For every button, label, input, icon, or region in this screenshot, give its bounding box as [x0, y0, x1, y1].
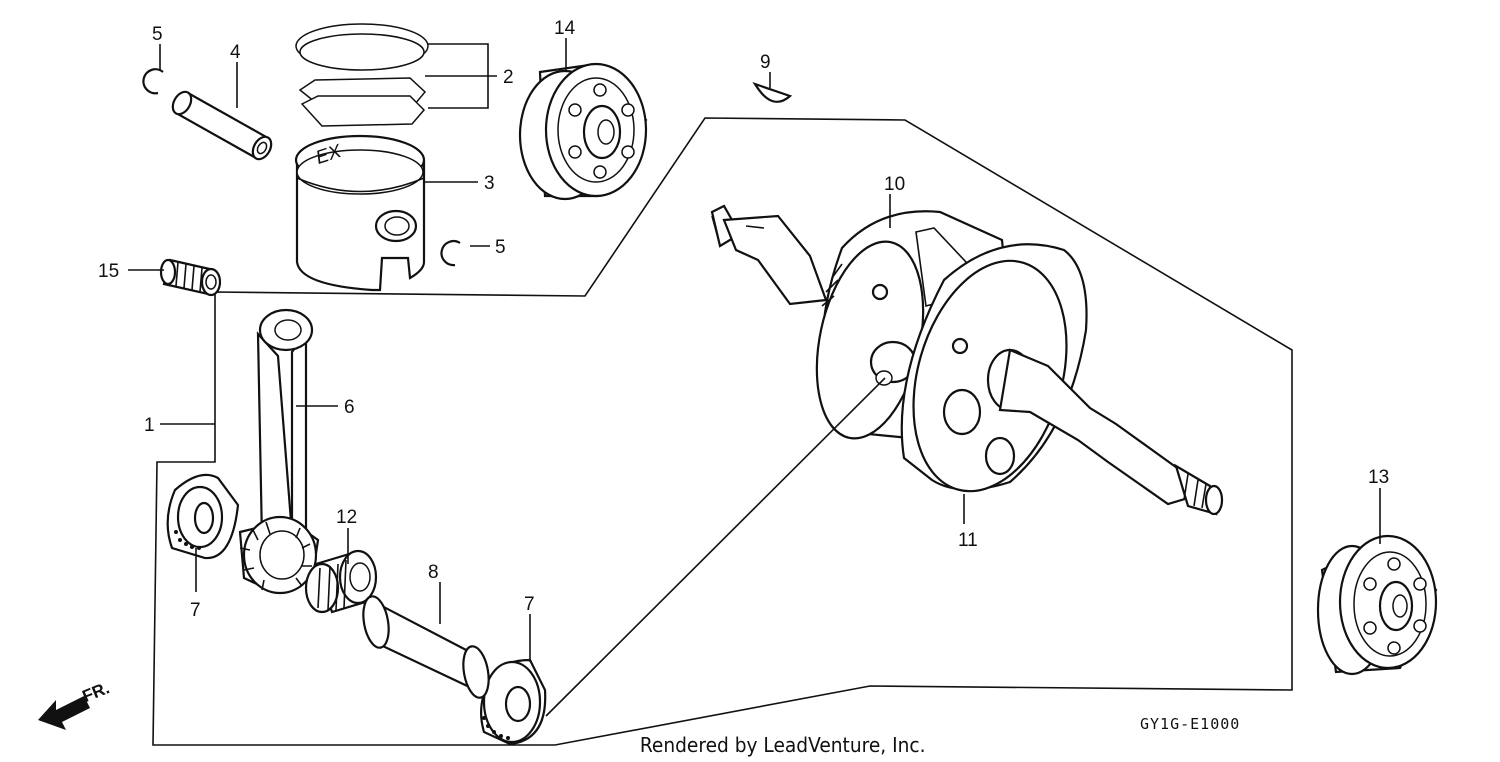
callout-13: 13 — [1368, 467, 1389, 488]
callout-10: 8 — [428, 562, 439, 583]
callout-1: 1 — [144, 415, 155, 436]
thrust-washer-right — [479, 658, 547, 746]
crank-pin — [362, 595, 490, 699]
callout-2: 2 — [503, 67, 514, 88]
piston: EX — [294, 134, 426, 292]
front-arrow-icon — [38, 696, 90, 730]
leader-lines — [128, 38, 1381, 717]
callout-11: 9 — [760, 52, 771, 73]
diagram-code: GY1G-E1000 — [1140, 715, 1240, 733]
callout-5-lower: 5 — [495, 237, 506, 258]
callout-4: 4 — [230, 42, 241, 63]
ball-bearing-upper — [518, 62, 648, 201]
piston-pin — [171, 90, 273, 161]
callout-5-upper: 5 — [152, 24, 163, 45]
callout-9: 11 — [958, 530, 978, 551]
callout-14: 14 — [554, 18, 576, 39]
callout-7-left: 7 — [190, 600, 201, 621]
thrust-washer-left — [166, 473, 240, 560]
callout-8: 10 — [884, 174, 905, 195]
callout-6: 6 — [344, 397, 355, 418]
ball-bearing-lower — [1316, 534, 1438, 676]
connecting-rod — [238, 308, 320, 595]
big-end-needle-bearing — [304, 549, 378, 614]
front-direction-indicator: FR. — [38, 678, 112, 730]
crankshaft — [710, 204, 1224, 516]
callout-7-right: 7 — [524, 594, 535, 615]
render-credit: Rendered by LeadVenture, Inc. — [640, 733, 926, 757]
assembly-boundary — [152, 117, 1293, 746]
callout-12: 12 — [336, 507, 357, 528]
callout-15: 15 — [98, 261, 119, 282]
piston-pin-clip-upper — [142, 68, 164, 95]
piston-rings — [295, 23, 429, 127]
piston-pin-clip-lower — [440, 240, 461, 267]
callout-3: 3 — [484, 173, 495, 194]
small-end-needle-bearing — [159, 258, 222, 297]
woodruff-key — [752, 81, 793, 103]
callout-labels: 5 4 2 14 9 3 5 15 10 6 1 13 12 11 8 7 7 — [98, 18, 1389, 621]
front-direction-label: FR. — [80, 678, 113, 706]
